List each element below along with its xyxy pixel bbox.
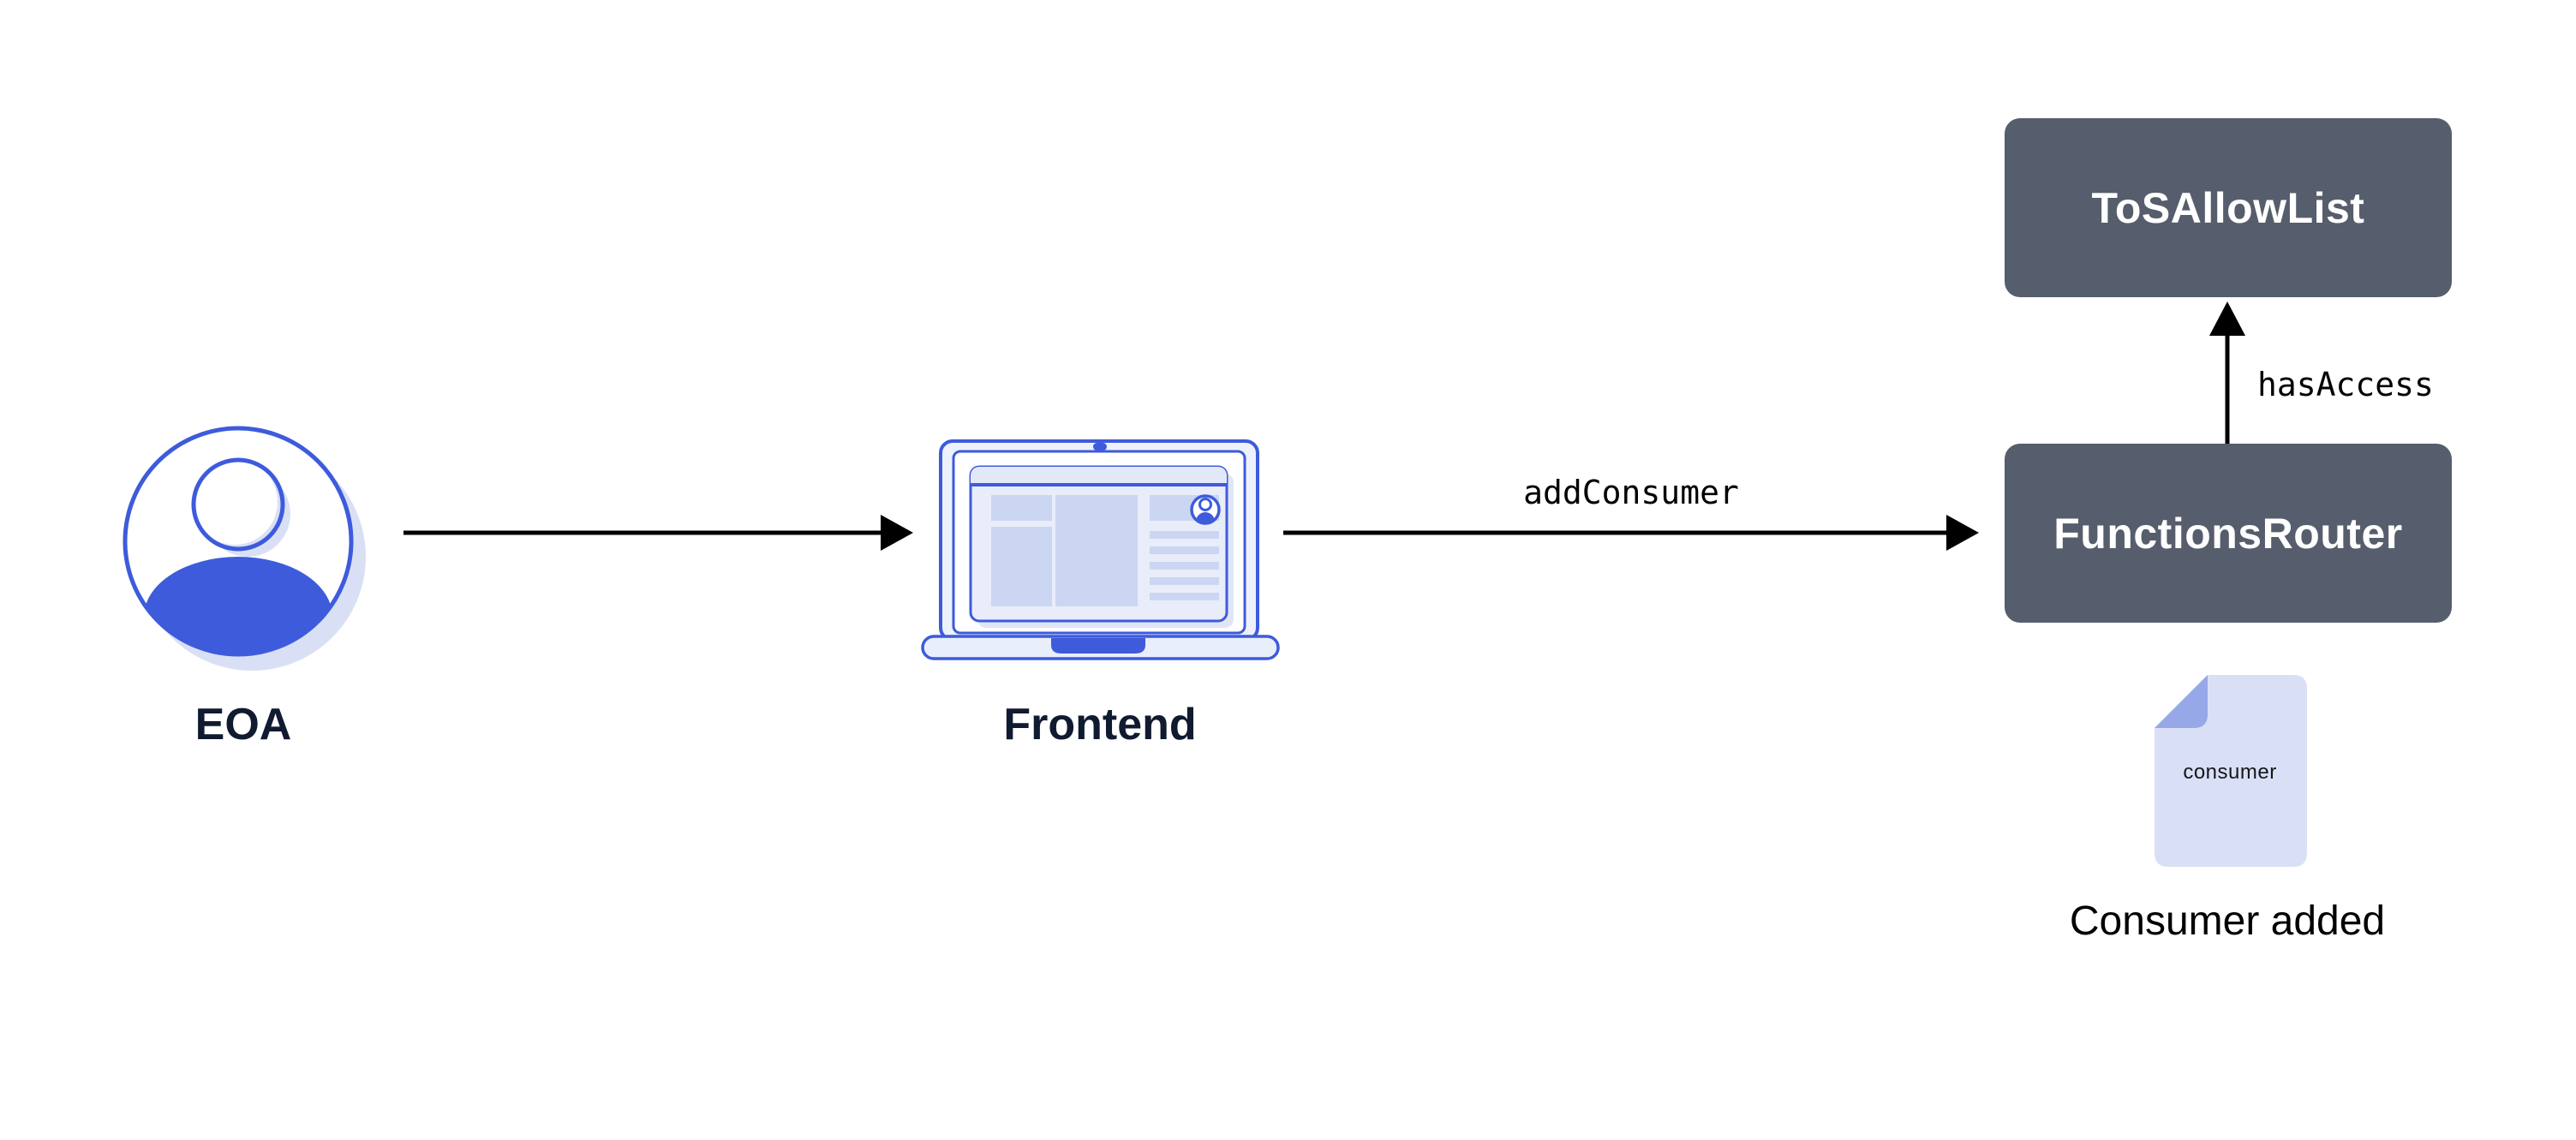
contract-box-functionsrouter: FunctionsRouter: [2005, 444, 2452, 623]
arrow-frontend-to-router: [1283, 515, 1979, 551]
node-label-frontend: Frontend: [1003, 700, 1197, 749]
edge-label-hasaccess: hasAccess: [2257, 366, 2434, 403]
node-label-eoa: EOA: [194, 700, 292, 749]
laptop-icon: [921, 439, 1280, 660]
document-caption: Consumer added: [2069, 898, 2386, 944]
document-icon: [2155, 675, 2307, 867]
arrow-eoa-to-frontend: [403, 515, 913, 551]
edge-label-addconsumer: addConsumer: [1523, 474, 1739, 511]
contract-box-tosallowlist: ToSAllowList: [2005, 118, 2452, 297]
user-icon: [123, 426, 366, 671]
tosallowlist-label: ToSAllowList: [2091, 183, 2365, 232]
document-inner-text: consumer: [2183, 761, 2277, 784]
arrow-router-to-toslist: [2209, 301, 2245, 444]
functionsrouter-label: FunctionsRouter: [2053, 509, 2403, 558]
